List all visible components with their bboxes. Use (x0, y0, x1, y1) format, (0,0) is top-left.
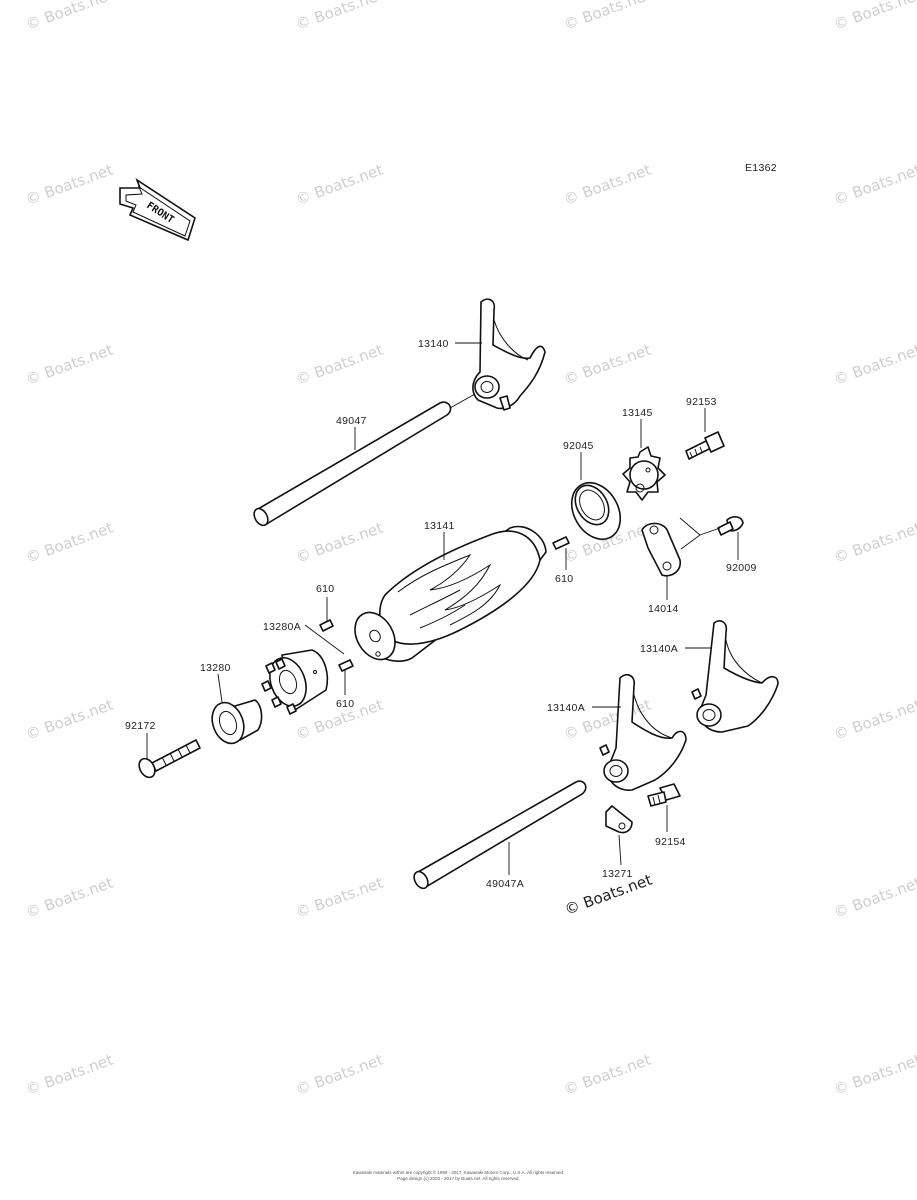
watermark: © Boats.net (831, 341, 917, 389)
watermark: © Boats.net (293, 341, 385, 389)
watermark: © Boats.net (23, 0, 115, 34)
part-label: 610 (555, 573, 573, 585)
watermark: © Boats.net (23, 696, 115, 744)
shift-rod-49047A (413, 780, 587, 890)
shift-drum-13141 (354, 525, 547, 662)
watermark: © Boats.net (831, 0, 917, 34)
diagram-code: E1362 (745, 162, 777, 174)
cam-plate-13145 (622, 446, 666, 501)
bolt-92154 (647, 783, 681, 807)
watermark: © Boats.net (561, 341, 653, 389)
part-label: 92154 (655, 836, 686, 848)
copyright-line: Page design (c) 2003 - 2017 by Boats.net… (397, 1176, 520, 1181)
watermark: © Boats.net (831, 161, 917, 209)
watermark: © Boats.net (23, 519, 115, 567)
watermark: © Boats.net (23, 874, 115, 922)
part-label: 610 (336, 698, 354, 710)
watermark: © Boats.net (293, 0, 385, 34)
watermark: © Boats.net (561, 1051, 653, 1099)
part-labels: 13140 49047 13145 92153 92045 13141 610 … (125, 338, 757, 890)
watermark: © Boats.net (23, 161, 115, 209)
screw-92009 (717, 516, 744, 536)
bolt-92172 (138, 739, 201, 779)
shift-fork-13140 (472, 298, 546, 411)
part-label: 49047A (486, 878, 524, 890)
part-label: 13140 (418, 338, 449, 350)
part-label: 92009 (726, 562, 757, 574)
watermark: © Boats.net (831, 1051, 917, 1099)
watermark: © Boats.net (831, 519, 917, 567)
part-label: 49047 (336, 415, 367, 427)
watermark: © Boats.net (293, 519, 385, 567)
holder-13280A (261, 649, 329, 715)
watermark: © Boats.net (293, 1051, 385, 1099)
part-label: 14014 (648, 603, 679, 615)
part-label: 13280 (200, 662, 231, 674)
part-label: 13141 (424, 520, 455, 532)
part-label: 610 (316, 583, 334, 595)
bearing-92045 (570, 481, 622, 541)
part-label: 92045 (563, 440, 594, 452)
part-label: 13145 (622, 407, 653, 419)
stopper-13271 (605, 805, 633, 834)
watermark: © Boats.net (561, 0, 653, 34)
shift-fork-13140A-middle (599, 674, 687, 791)
part-label: 13271 (602, 868, 633, 880)
gear-13280 (211, 699, 263, 745)
copyright-footer: Kawasaki materials within are copyright … (0, 1170, 917, 1182)
watermark: © Boats.net (831, 696, 917, 744)
part-label: 13280A (263, 621, 301, 633)
plate-14014 (641, 522, 681, 577)
front-arrow-icon: FRONT (119, 177, 196, 242)
shift-fork-13140A-right (691, 620, 779, 733)
watermark: © Boats.net (831, 874, 917, 922)
leader-lines (146, 342, 739, 875)
pin-610-a (319, 619, 334, 632)
watermark: © Boats.net (23, 1051, 115, 1099)
copyright-line: Kawasaki materials within are copyright … (352, 1170, 565, 1175)
part-label: 92153 (686, 396, 717, 408)
watermark: © Boats.net (293, 161, 385, 209)
part-label: 13140A (547, 702, 585, 714)
part-label: 92172 (125, 720, 156, 732)
part-label: 13140A (640, 643, 678, 655)
bolt-92153 (685, 431, 725, 460)
watermark: © Boats.net (293, 874, 385, 922)
pin-610-b (338, 659, 354, 672)
shift-rod-49047 (253, 393, 476, 527)
watermark: © Boats.net (23, 341, 115, 389)
pin-610-c (552, 536, 570, 550)
watermark: © Boats.net (561, 161, 653, 209)
